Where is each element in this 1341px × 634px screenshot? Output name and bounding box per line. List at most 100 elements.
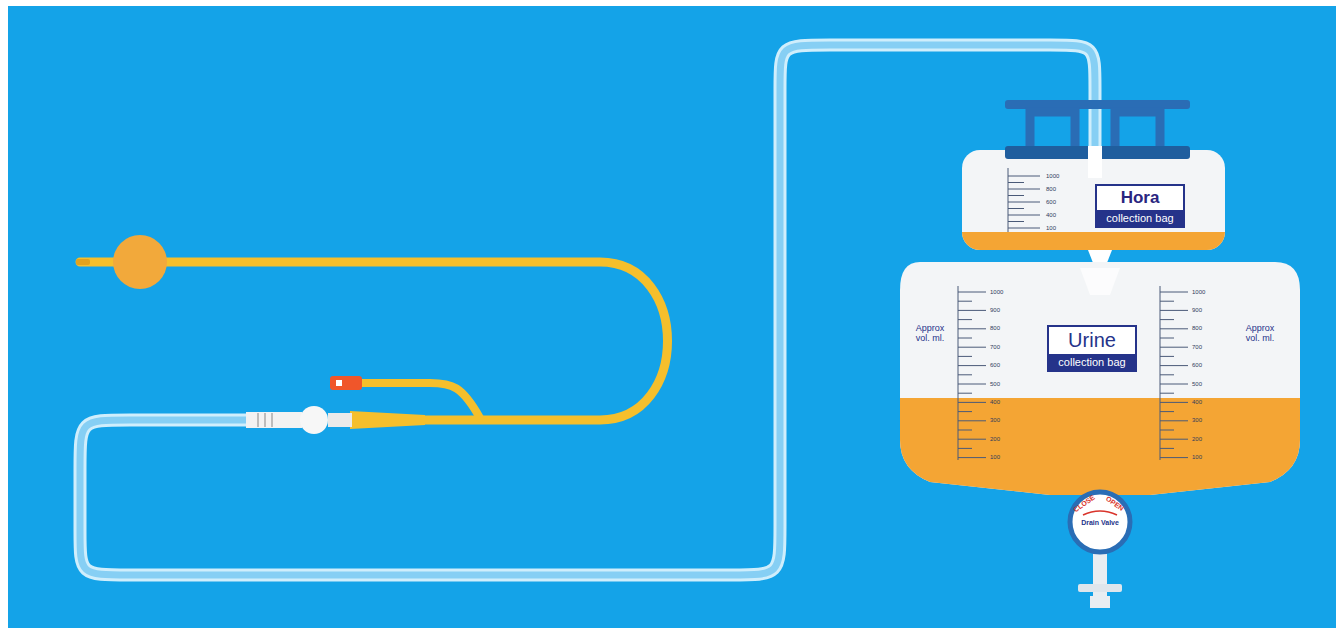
- hora-urine: [962, 232, 1225, 250]
- catheter-eye: [76, 259, 90, 265]
- scale-number: 400: [1046, 212, 1056, 219]
- bag-label: Horacollection bag: [1095, 184, 1185, 228]
- minor-tick: [1008, 208, 1024, 209]
- scale-ticks: [958, 176, 1188, 458]
- scale-number: 100: [1046, 225, 1056, 232]
- scale-line: [1160, 286, 1161, 460]
- minor-tick: [1160, 430, 1174, 431]
- minor-tick: [1160, 338, 1174, 339]
- drain-tap: [1078, 584, 1122, 592]
- volume-caption: Approx vol. ml.: [1238, 323, 1282, 344]
- minor-tick: [958, 393, 972, 394]
- major-tick: [958, 402, 986, 403]
- catheter-balloon: [113, 235, 167, 289]
- volume-caption: Approx vol. ml.: [908, 323, 952, 344]
- bag-name: Urine: [1049, 327, 1135, 354]
- major-tick: [958, 420, 986, 421]
- scale-number: 100: [1192, 454, 1202, 461]
- valve-arrow: [1083, 511, 1117, 515]
- bag-subtitle: collection bag: [1049, 354, 1135, 370]
- drain-valve: CLOSEOPENDrain Valve: [1067, 489, 1133, 555]
- connector-valve: [300, 406, 328, 434]
- background: [8, 6, 1336, 628]
- scale-number: 500: [1192, 381, 1202, 388]
- tube-inlet: [1088, 146, 1102, 178]
- scale-number: 900: [1192, 307, 1202, 314]
- major-tick: [1008, 176, 1040, 177]
- major-tick: [958, 439, 986, 440]
- catheter-shaft: [80, 262, 668, 420]
- major-tick: [1160, 384, 1188, 385]
- scale-number: 400: [990, 399, 1000, 406]
- minor-tick: [958, 430, 972, 431]
- scale-number: 600: [1046, 199, 1056, 206]
- tube-connector: [246, 412, 302, 428]
- minor-tick: [958, 448, 972, 449]
- scale-number: 200: [1192, 436, 1202, 443]
- major-tick: [958, 310, 986, 311]
- minor-tick: [958, 374, 972, 375]
- minor-tick: [958, 301, 972, 302]
- scale-number: 100: [990, 454, 1000, 461]
- connector-groove: [264, 413, 266, 427]
- minor-tick: [1008, 195, 1024, 196]
- major-tick: [1160, 457, 1188, 458]
- scale-number: 800: [990, 325, 1000, 332]
- minor-tick: [958, 338, 972, 339]
- major-tick: [958, 292, 986, 293]
- major-tick: [1160, 439, 1188, 440]
- connector-sleeve: [328, 413, 352, 427]
- scale-number: 200: [990, 436, 1000, 443]
- minor-tick: [1160, 301, 1174, 302]
- major-tick: [1008, 228, 1040, 229]
- scale-number: 1000: [990, 289, 1003, 296]
- major-tick: [1160, 328, 1188, 329]
- scale-number: 600: [1192, 362, 1202, 369]
- major-tick: [1008, 202, 1040, 203]
- minor-tick: [1160, 393, 1174, 394]
- port-cap-mark: [336, 380, 342, 386]
- scale-number: 300: [1192, 417, 1202, 424]
- major-tick: [1008, 215, 1040, 216]
- major-tick: [1008, 189, 1040, 190]
- scale-number: 800: [1046, 186, 1056, 193]
- major-tick: [1160, 347, 1188, 348]
- scale-number: 300: [990, 417, 1000, 424]
- minor-tick: [958, 319, 972, 320]
- scale-number: 700: [990, 344, 1000, 351]
- minor-tick: [958, 356, 972, 357]
- drain-spout: [1090, 596, 1110, 608]
- bag-subtitle: collection bag: [1097, 210, 1183, 226]
- connector-groove: [257, 413, 259, 427]
- scale-number: 600: [990, 362, 1000, 369]
- major-tick: [1160, 420, 1188, 421]
- scale-number: 1000: [1046, 173, 1059, 180]
- minor-tick: [1160, 411, 1174, 412]
- minor-tick: [1160, 319, 1174, 320]
- connector-groove: [271, 413, 273, 427]
- major-tick: [958, 347, 986, 348]
- scale-number: 400: [1192, 399, 1202, 406]
- major-tick: [958, 384, 986, 385]
- scale-number: 700: [1192, 344, 1202, 351]
- major-tick: [1160, 402, 1188, 403]
- scale-number: 800: [1192, 325, 1202, 332]
- bag-inlet: [1080, 268, 1120, 295]
- valve-label: Drain Valve: [1067, 519, 1133, 526]
- minor-tick: [1008, 182, 1024, 183]
- major-tick: [1160, 292, 1188, 293]
- major-tick: [958, 457, 986, 458]
- minor-tick: [958, 411, 972, 412]
- scale-number: 500: [990, 381, 1000, 388]
- scale-number: 900: [990, 307, 1000, 314]
- major-tick: [958, 365, 986, 366]
- major-tick: [1160, 310, 1188, 311]
- minor-tick: [1008, 221, 1024, 222]
- minor-tick: [1160, 448, 1174, 449]
- major-tick: [958, 328, 986, 329]
- bag-label: Urinecollection bag: [1047, 325, 1137, 372]
- bag-name: Hora: [1097, 186, 1183, 210]
- catheter-funnel: [350, 411, 425, 429]
